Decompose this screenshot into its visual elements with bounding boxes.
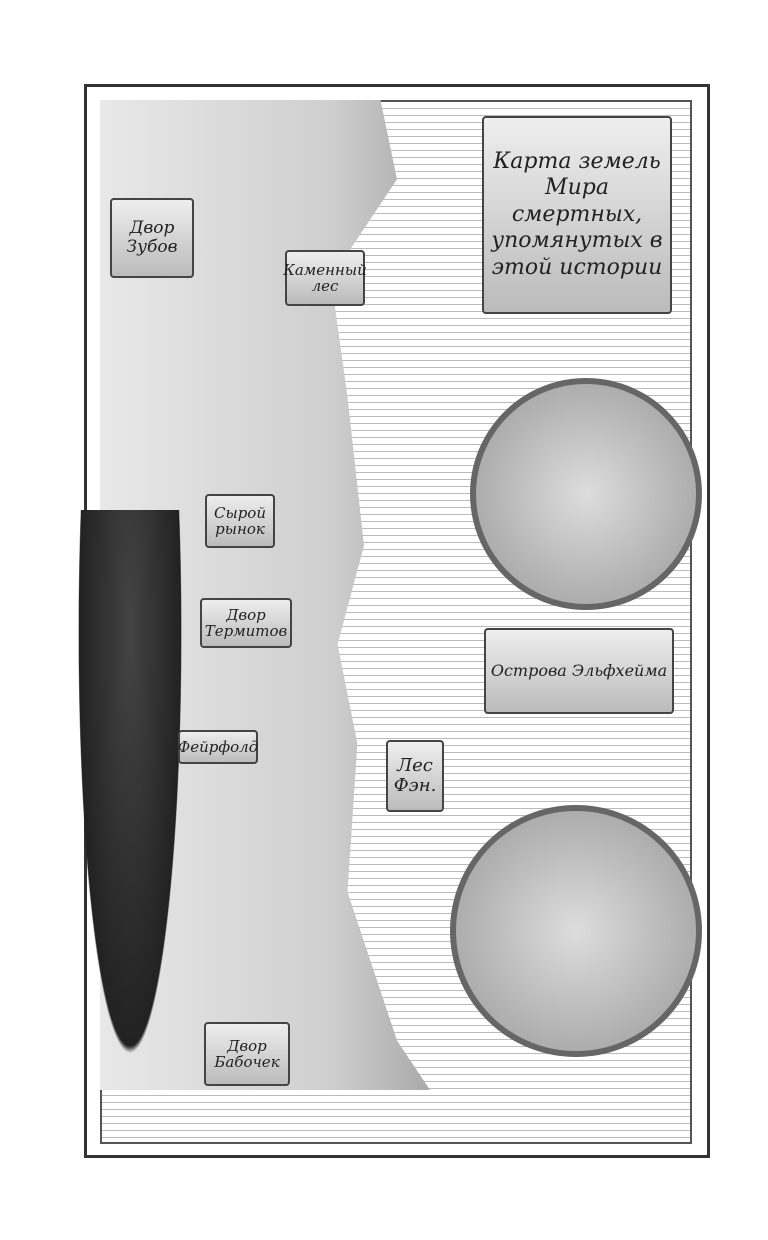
label-dvor-babochek: Двор Бабочек — [204, 1022, 290, 1086]
label-ostrova-elfheyma: Острова Эльфхейма — [484, 628, 674, 714]
label-les-fen: Лес Фэн. — [386, 740, 444, 812]
label-feyrfold: Фейрфолд — [178, 730, 258, 764]
compass-clock — [450, 805, 702, 1057]
label-kamenny-les: Каменный лес — [283, 250, 367, 306]
tree-illustration — [70, 510, 190, 1120]
map-title: Карта земель Мира смертных, упомянутых в… — [482, 116, 672, 314]
elfhame-islands-inset — [470, 378, 702, 610]
label-dvor-termitov: Двор Термитов — [200, 598, 292, 648]
label-dvor-zubov: Двор Зубов — [110, 198, 194, 278]
label-syroy-rynok: Сырой рынок — [205, 494, 275, 548]
